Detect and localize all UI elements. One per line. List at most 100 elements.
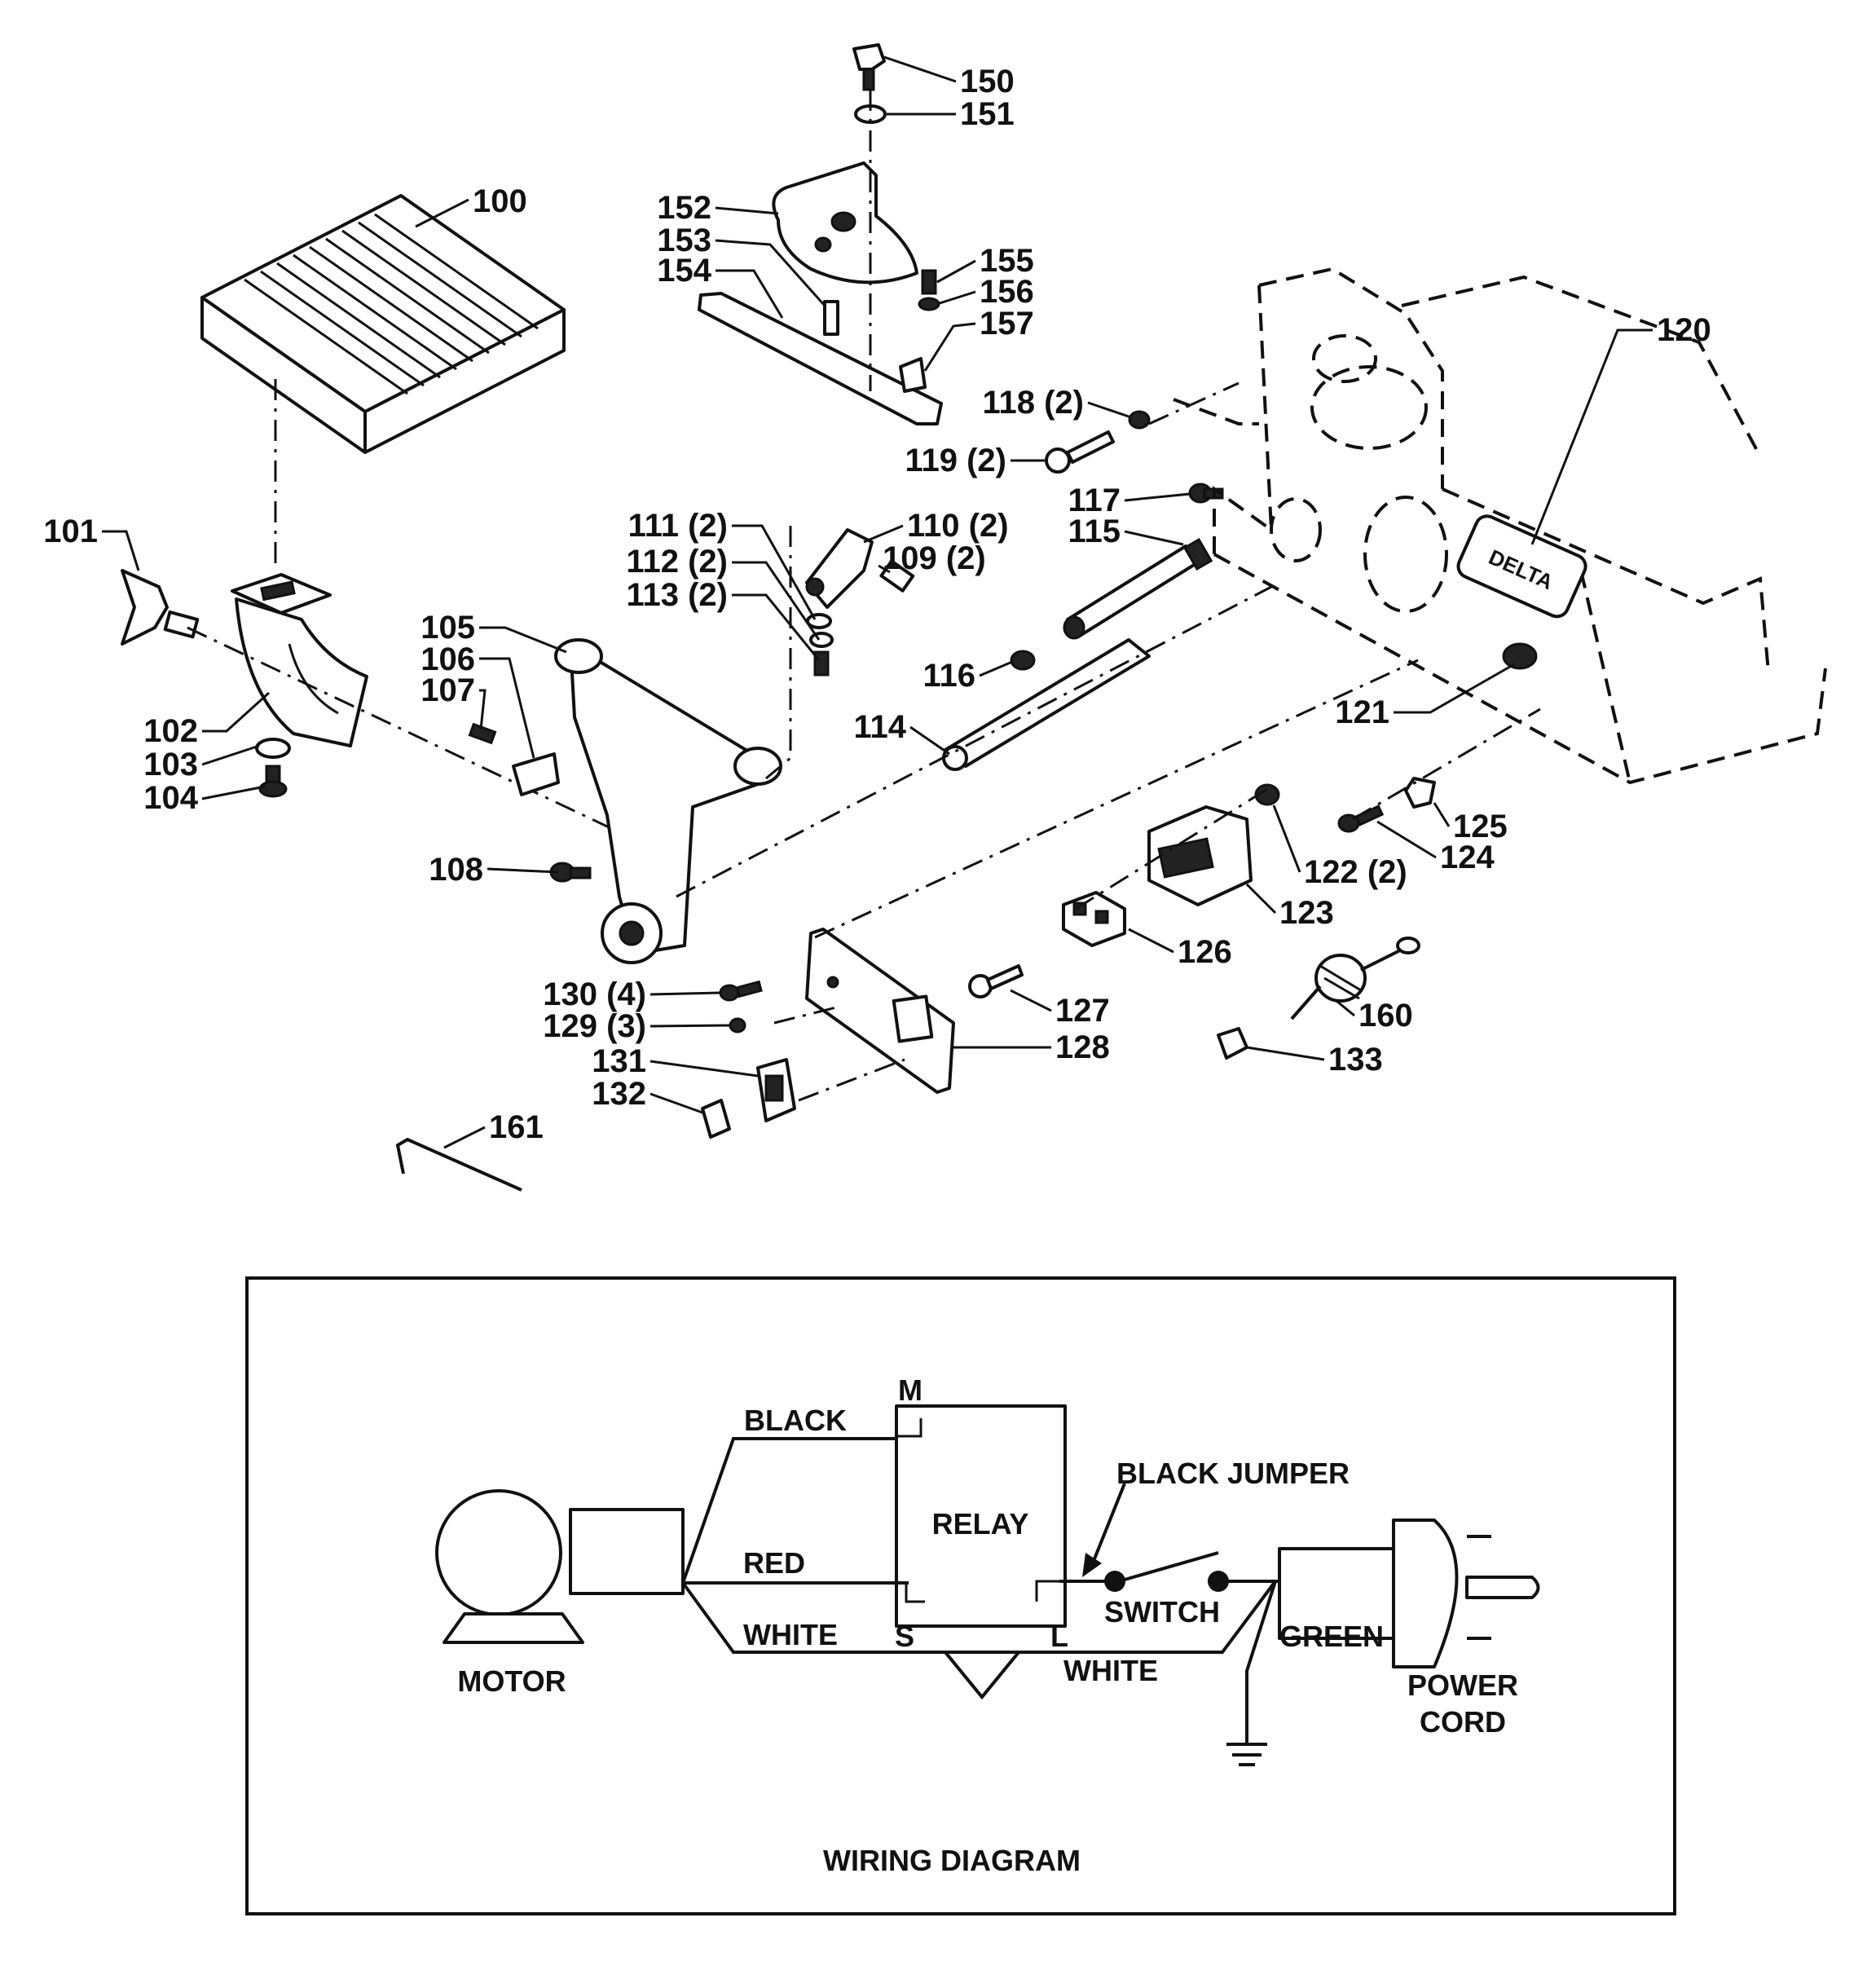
red-wire-label: RED: [743, 1546, 805, 1580]
part-129-screw: [729, 1017, 746, 1034]
part-155-screw: [921, 269, 937, 295]
part-156-washer: [918, 297, 940, 311]
part-153-pin: [823, 300, 839, 336]
part-label: 155: [980, 243, 1034, 279]
part-label: 132: [592, 1076, 646, 1112]
terminal-m-label: M: [898, 1373, 922, 1407]
motor-label: MOTOR: [457, 1664, 566, 1698]
part-131-rocker-switch: [756, 1058, 796, 1122]
part-118-nut: [1128, 410, 1151, 430]
part-102-table-bracket: [231, 573, 368, 747]
white-wire-label-left: WHITE: [743, 1618, 838, 1651]
part-122-nut: [1254, 783, 1280, 806]
part-label: 119 (2): [905, 443, 1006, 478]
part-label: 102: [143, 713, 198, 749]
power-cord-label-line2: CORD: [1420, 1705, 1506, 1739]
part-121-bushing: [1502, 642, 1538, 670]
part-130-screw: [719, 980, 763, 1002]
brand-logo-badge: DELTA: [1456, 514, 1587, 619]
wiring-diagram-title: WIRING DIAGRAM: [823, 1844, 1081, 1877]
part-labels: 100 101 102 103 104 105 106 107 108 109 …: [43, 64, 1711, 1145]
part-112-washer: [809, 632, 834, 648]
centerline-124: [1352, 707, 1541, 821]
part-label: 121: [1335, 694, 1389, 730]
switch-label: SWITCH: [1104, 1595, 1220, 1629]
switch-contact: [1104, 1571, 1125, 1592]
part-label: 125: [1453, 809, 1508, 844]
part-113-screw: [813, 650, 830, 677]
part-126-relay: [1062, 891, 1126, 947]
centerline-screws: [773, 1005, 840, 1025]
centerline-switch: [798, 1058, 905, 1102]
part-label: 106: [421, 641, 475, 677]
part-label: 107: [421, 672, 475, 708]
power-cord-label-line1: POWER: [1407, 1668, 1518, 1702]
black-jumper-label: BLACK JUMPER: [1116, 1457, 1350, 1490]
part-150-knob: [852, 43, 886, 91]
part-label: 156: [980, 274, 1034, 310]
part-label: 151: [960, 96, 1015, 132]
green-wire-label: GREEN: [1279, 1620, 1384, 1653]
part-160-strain-relief: [1290, 937, 1420, 1020]
part-label: 110 (2): [907, 508, 1009, 544]
wiring-diagram-frame: [245, 1276, 1676, 1915]
part-106-clamp: [512, 752, 560, 796]
relay-label: RELAY: [932, 1507, 1029, 1541]
part-115-shaft: [1063, 537, 1213, 640]
part-109-pin: [879, 559, 915, 593]
part-label: 127: [1055, 993, 1110, 1029]
black-wire-label: BLACK: [744, 1404, 847, 1437]
centerline-knob: [187, 626, 653, 849]
part-104-screw: [258, 765, 288, 798]
part-label: 115: [1068, 514, 1121, 549]
part-132-key: [701, 1099, 731, 1139]
part-label: 105: [421, 610, 475, 646]
part-124-screw: [1337, 804, 1385, 833]
centerline-118: [1148, 381, 1240, 425]
part-label: 112 (2): [626, 544, 728, 580]
part-label: 150: [960, 64, 1015, 99]
part-label: 131: [592, 1043, 646, 1079]
part-133-wire-nut: [1217, 1027, 1248, 1060]
wiring-diagram: M S L RELAY BLACK RED WHITE WHITE BLACK …: [245, 1276, 1676, 1915]
part-label: 103: [143, 747, 198, 782]
part-label: 100: [473, 183, 527, 219]
part-label: 108: [429, 852, 483, 888]
part-label: 133: [1328, 1042, 1383, 1078]
part-100-table: [200, 194, 566, 454]
part-label: 114: [853, 709, 906, 745]
part-157-stop: [899, 357, 927, 393]
part-120-housing: [1173, 267, 1827, 785]
part-107-screw: [468, 722, 497, 745]
part-label: 126: [1178, 934, 1232, 970]
centerline-support: [676, 585, 1272, 898]
part-103-washer: [255, 738, 291, 759]
relay-box: [895, 1404, 1067, 1628]
part-label: 153: [657, 223, 711, 258]
leader-lines: [102, 55, 1653, 1149]
part-label: 120: [1657, 312, 1711, 348]
centerline-plate: [814, 659, 1419, 939]
white-wire-label-right: WHITE: [1063, 1654, 1158, 1687]
part-label: 154: [657, 253, 711, 289]
power-cord-plug: [1278, 1519, 1540, 1668]
part-128-plate: [805, 928, 955, 1094]
part-152-miter-body: [772, 161, 918, 284]
part-label: 128: [1055, 1029, 1110, 1065]
part-110-lever: [805, 528, 874, 609]
part-label: 109 (2): [883, 540, 986, 576]
part-label: 118 (2): [982, 385, 1084, 421]
switch-contact: [1208, 1571, 1229, 1592]
part-label: 124: [1440, 840, 1495, 875]
terminal-s-label: S: [895, 1620, 914, 1653]
part-127-screw: [968, 964, 1024, 998]
part-101-knob: [121, 569, 200, 646]
part-label: 157: [980, 306, 1034, 342]
part-116-nut: [1010, 650, 1036, 671]
part-label: 152: [657, 190, 711, 226]
part-label: 129 (3): [543, 1008, 646, 1044]
part-label: 113 (2): [626, 577, 728, 613]
part-105-rest-support: [554, 638, 782, 964]
part-label: 117: [1068, 483, 1121, 518]
